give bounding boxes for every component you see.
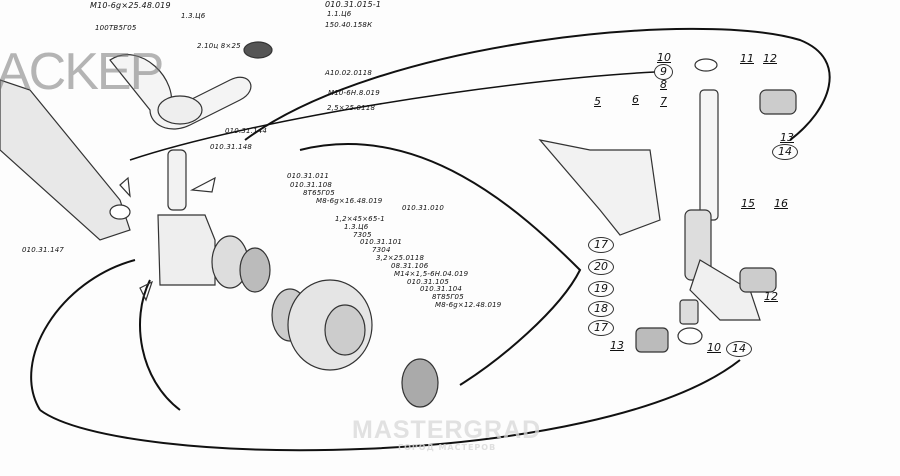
callout-17-top: 17 [588,237,614,253]
steering-shaft [699,89,719,221]
thread-plug-bottom [739,267,777,293]
label-steering-arm: 010.31.144 [225,127,268,135]
callout-5: 5 [594,95,601,108]
leader-curve-large [244,27,831,141]
steering-arm-top [109,54,252,130]
label-nut-m14: М14×1,5-6Н.04.019 [394,270,469,278]
label-bolt-m8-12: М8-6g×12.48.019 [435,301,502,309]
axle-eye [109,204,131,220]
callout-7: 7 [660,95,667,108]
label-washer: А10.02.0118 [325,69,373,77]
callout-12-bottom: 12 [764,290,778,303]
king-pin [167,149,187,211]
label-shim: 010.31.147 [22,246,65,254]
callout-20: 20 [588,259,614,275]
label-cap: 010.31.105 [407,278,450,286]
callout-17-bottom: 17 [588,320,614,336]
label-bolt-8t65: 8Т65Г05 [303,189,335,197]
label-king-pin: 010.31.148 [210,143,253,151]
disc-10 [677,327,703,345]
callout-19: 19 [588,281,614,297]
leader-curve-left [139,279,181,411]
leader-curve-mid [299,143,582,386]
label-grease-fitting: 1.3.Ц6 [181,12,206,20]
shaft-cap [694,58,718,72]
leader-line-9 [129,71,656,161]
flange [401,358,439,408]
callout-13-top: 13 [780,131,794,144]
label-hub: 010.31.101 [360,238,403,246]
watermark-brand: MASTERGRAD [352,416,542,444]
plug-13 [635,327,669,353]
callout-13-bottom: 13 [610,339,624,352]
label-seal: 150.40.158К [325,21,373,29]
label-bushing: 010.31.108 [290,181,333,189]
knuckle-body [157,214,216,286]
bearing-1 [239,247,271,293]
callout-11: 11 [740,52,754,65]
label-flange: 010.31.104 [420,285,463,293]
axle-beam [0,79,131,241]
arm-hub [157,95,203,125]
label-bearing-7305: 7305 [353,231,372,239]
king-pin-bracket [538,139,661,236]
callout-16: 16 [774,197,788,210]
callout-14-bottom: 14 [726,341,752,357]
watermark-brand-sub: ГОРОД МАСТЕРОВ [398,443,497,452]
label-assembly: 010.31.010 [402,204,445,212]
label-pin: 2.10ц 8×25 [197,42,241,50]
label-cotter: 2,5×25.0118 [327,104,376,112]
label-seal-ring: 1,2×45×65-1 [335,215,385,223]
label-nut: М10-6Н.8.019 [328,89,380,97]
leader-curve-bottom [30,259,741,452]
thread-plug-top [759,89,797,115]
callout-10-bottom: 10 [707,341,721,354]
arrow-outline-1 [119,176,216,302]
label-tie-rod-end: 010.31.015-1 [325,0,382,9]
callout-9: 9 [654,64,673,80]
label-bolt-8t85: 8Т85Г05 [432,293,464,301]
callout-18: 18 [588,301,614,317]
label-fitting3: 1.3.Ц6 [344,223,369,231]
callout-14-top: 14 [772,144,798,160]
hub-inner [324,304,366,356]
callout-6: 6 [632,93,639,106]
bushing-14 [679,299,699,325]
callout-10-top: 10 [657,51,671,64]
seal-washer [243,41,273,59]
watermark-top-left: ACKEP [0,43,164,101]
callout-15: 15 [741,197,755,210]
label-bolt-top: М10-6g×25.48.019 [90,1,171,10]
callout-12-top: 12 [763,52,777,65]
label-cotter2: 3,2×25.0118 [376,254,425,262]
label-knuckle: 010.31.011 [287,172,330,180]
label-washer2: 08.31.106 [391,262,429,270]
label-bearing-7304: 7304 [372,246,391,254]
label-bolt-m8-16: М8-6g×16.48.019 [316,197,383,205]
callout-8: 8 [660,78,667,91]
label-bolt-code: 100ТВ5Г05 [95,24,137,32]
label-fitting2: 1.1.Ц6 [327,10,352,18]
